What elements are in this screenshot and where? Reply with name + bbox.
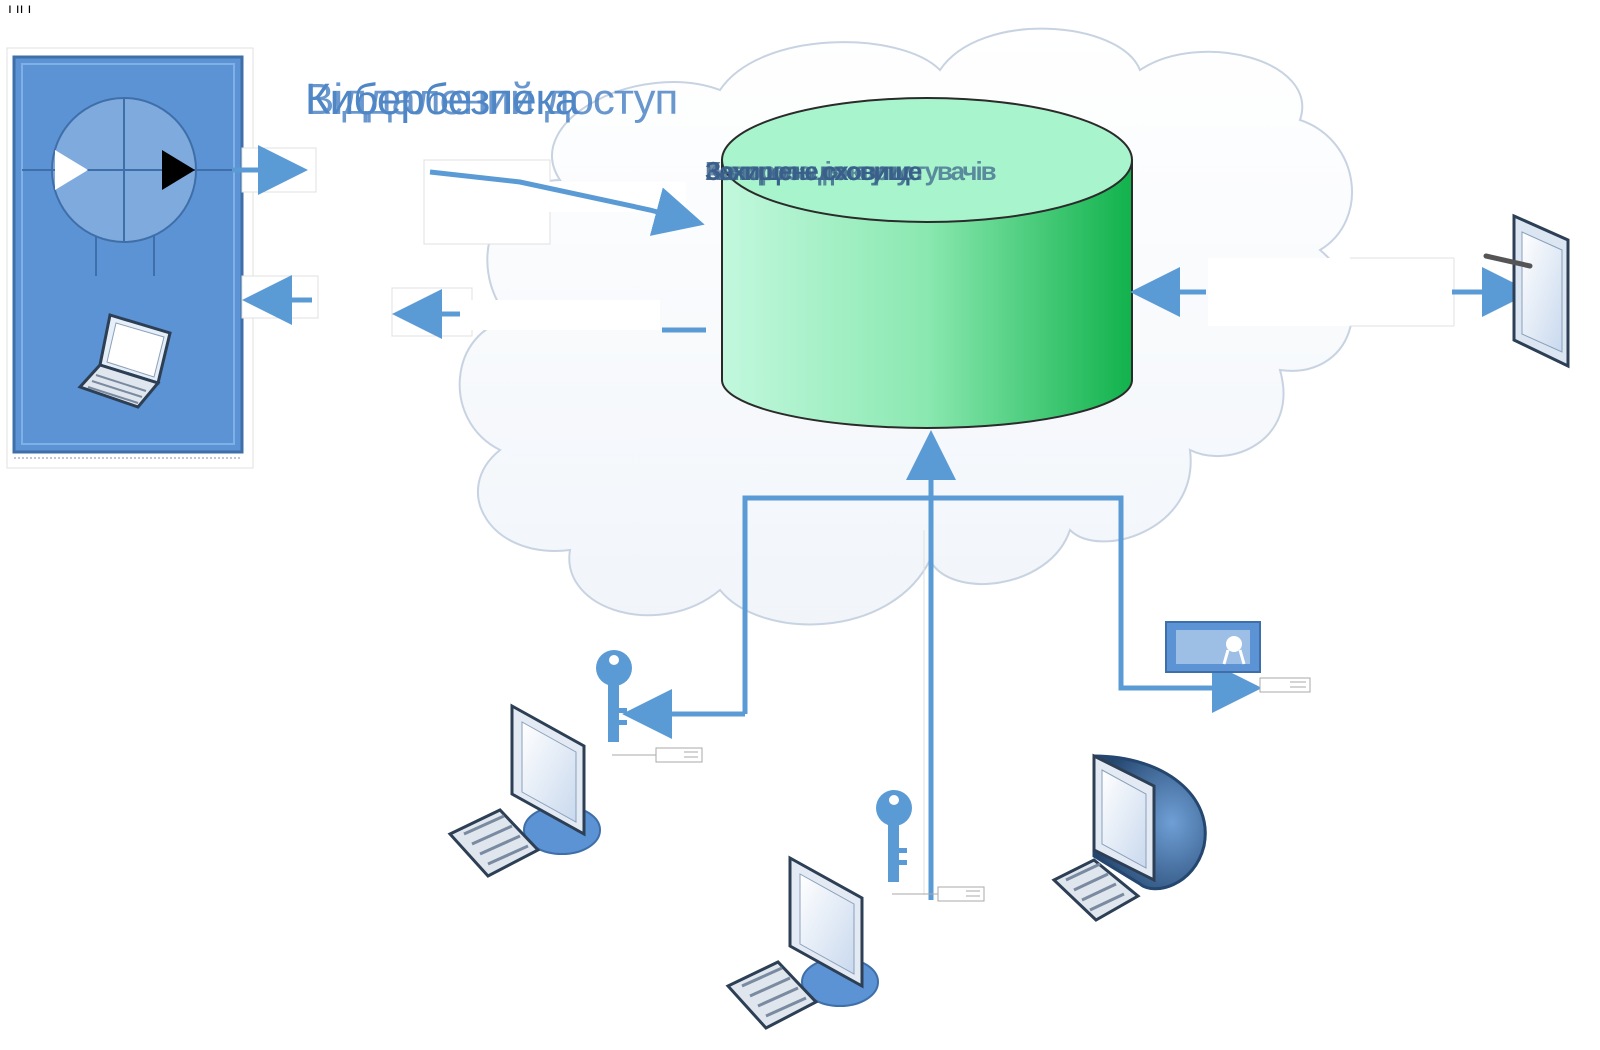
- cylinder-label-layer-2: Контроль доступу: [705, 156, 911, 186]
- cylinder-label-layer-1: Захищене сховище: [705, 156, 922, 186]
- tablet-icon: [1483, 213, 1570, 369]
- certificate-icon: [1165, 621, 1261, 673]
- inbound-arrow-box: [423, 159, 705, 245]
- link-in-box: [241, 275, 319, 325]
- title-layer-2: Віддалений доступ: [305, 75, 678, 124]
- title-layer-1: Кибербезпека: [305, 75, 579, 124]
- database-cylinder-icon: [721, 97, 1133, 429]
- key-icon: [596, 650, 632, 742]
- token-device: [892, 886, 985, 902]
- imac-computer-icon: [1051, 753, 1207, 922]
- token-device: [612, 747, 703, 763]
- desktop-computer-icon: [447, 703, 601, 878]
- top-marks: ı ıı ı: [8, 0, 32, 16]
- tablet-link: [1130, 257, 1532, 327]
- laptop-icon: [77, 313, 172, 409]
- desktop-computer-icon: [725, 855, 879, 1030]
- outbound-arrow-box: [391, 287, 706, 339]
- cylinder-label-layer-3: Авторизація користувачів: [705, 156, 997, 186]
- trunk-line: [622, 430, 1262, 900]
- key-icon: [876, 790, 912, 882]
- token-device: [1259, 677, 1311, 693]
- link-out-box: [232, 145, 317, 195]
